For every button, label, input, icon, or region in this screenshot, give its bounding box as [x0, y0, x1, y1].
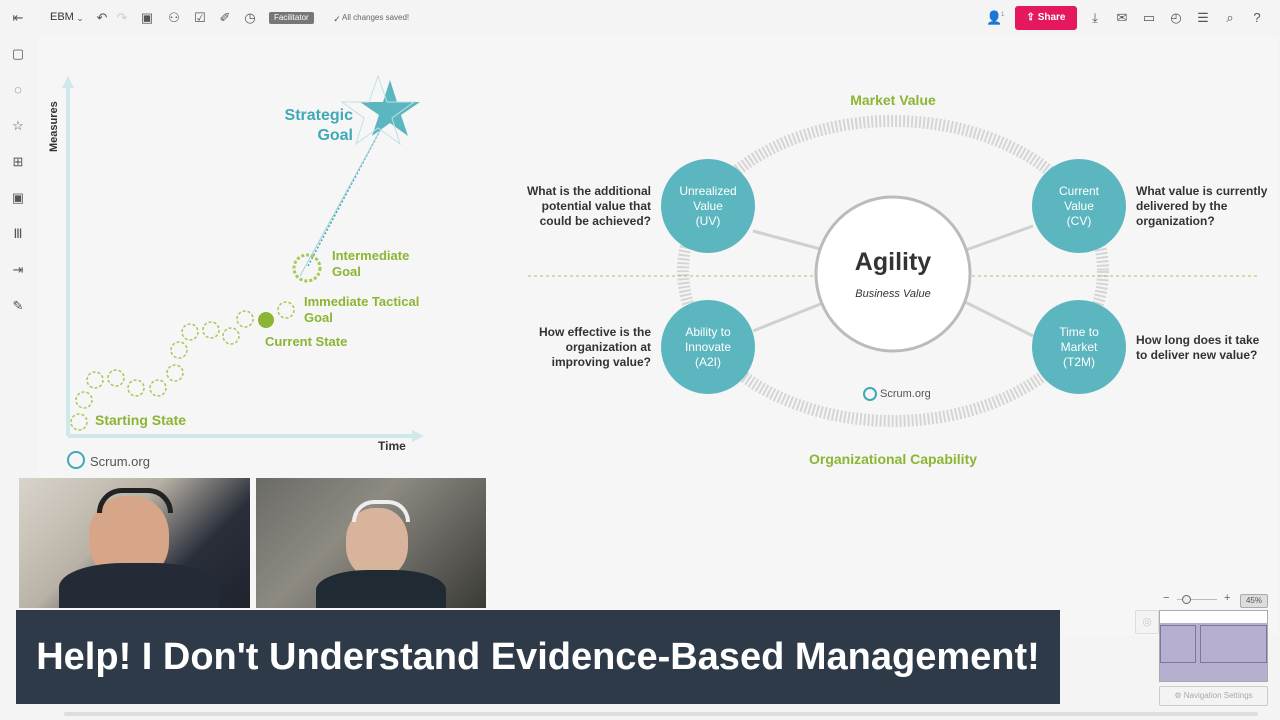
import-icon[interactable]: ⇥: [12, 262, 24, 277]
upload-icon: ⇪: [1026, 12, 1038, 23]
agility-title: Agility: [854, 248, 932, 276]
minimap-top: [1160, 611, 1267, 623]
y-axis-label: Measures: [48, 101, 60, 152]
zoom-out-icon[interactable]: −: [1163, 592, 1170, 604]
chat-icon[interactable]: ✉: [1116, 10, 1128, 25]
scrum-logo-icon-2: [863, 387, 877, 401]
video-title-banner: Help! I Don't Understand Evidence-Based …: [16, 610, 1060, 704]
zoom-level[interactable]: 45%: [1240, 594, 1268, 608]
share-label: Share: [1037, 12, 1066, 23]
value-ring: [677, 115, 1109, 427]
headphones-icon: [352, 500, 410, 522]
connector-a2i: [752, 299, 829, 333]
video-participant-1[interactable]: [19, 478, 250, 608]
comment-icon[interactable]: ▭: [1142, 10, 1156, 25]
zoom-slider[interactable]: [1177, 599, 1217, 600]
user-icon[interactable]: 👤: [986, 10, 1003, 25]
connector-cv: [962, 224, 1034, 253]
timer-icon[interactable]: ◷: [244, 10, 256, 25]
sticky-note-icon[interactable]: ▢: [11, 46, 25, 61]
chevron-down-icon[interactable]: ⌄: [76, 13, 84, 23]
horizontal-scrollbar[interactable]: [64, 712, 1258, 716]
board-name[interactable]: EBM: [50, 11, 74, 23]
participant-1-shirt: [59, 563, 219, 608]
navigation-settings-button[interactable]: ⚙ Navigation Settings: [1159, 686, 1268, 706]
frame-icon[interactable]: ▣: [140, 10, 154, 25]
exit-icon[interactable]: ⇤: [12, 10, 24, 25]
zoom-in-icon[interactable]: +: [1224, 592, 1231, 604]
grid-icon[interactable]: ⊞: [12, 154, 24, 169]
download-icon[interactable]: ⤓: [1092, 10, 1098, 25]
redo-icon[interactable]: ↷: [116, 10, 128, 25]
market-value-label: Market Value: [850, 92, 936, 108]
connector-t2m: [962, 299, 1034, 338]
x-axis-label: Time: [378, 439, 406, 453]
step-circles: [70, 301, 295, 431]
path-to-goal-2: [299, 115, 389, 277]
minimap-viewport-right: [1200, 625, 1267, 663]
search-icon[interactable]: ⌕: [1226, 10, 1234, 25]
top-toolbar: EBM ⌄ ↶ ↷ ▣ ⚇ ☑ ✐ ◷ Facilitator ✓ All ch…: [36, 0, 1280, 36]
video-participant-2[interactable]: [256, 478, 486, 608]
checkbox-icon[interactable]: ☑: [194, 10, 206, 25]
x-axis-arrow: [412, 430, 424, 442]
structure-icon[interactable]: ⚇: [168, 10, 180, 25]
fit-screen-icon[interactable]: ◎: [1135, 610, 1159, 634]
share-button[interactable]: ⇪ Share: [1015, 6, 1077, 30]
scrum-logo-2: Scrum.org: [880, 388, 931, 400]
minimap-viewport-left: [1160, 625, 1196, 663]
headphones-icon: [97, 488, 173, 513]
image-icon[interactable]: ▣: [11, 190, 25, 205]
list-icon[interactable]: ☰: [1197, 10, 1209, 25]
y-axis-arrow: [62, 76, 74, 88]
minimap[interactable]: [1159, 610, 1268, 682]
scrum-logo-icon: [67, 451, 85, 469]
history-icon[interactable]: ◴: [1170, 10, 1182, 25]
facilitator-badge[interactable]: Facilitator: [269, 12, 314, 24]
user-count: 1: [1001, 12, 1005, 18]
current-state-label: Current State: [265, 334, 348, 349]
library-icon[interactable]: Ⅲ: [13, 226, 23, 241]
starting-state-label: Starting State: [95, 412, 187, 428]
pen-icon[interactable]: ✎: [12, 298, 24, 313]
check-icon: ✓: [333, 14, 341, 24]
comment-icon[interactable]: ◌: [14, 82, 22, 97]
participant-2-shirt: [316, 570, 446, 608]
scrum-logo: Scrum.org: [90, 454, 150, 469]
help-icon[interactable]: ?: [1253, 10, 1261, 25]
intermediate-goal-marker: [292, 253, 322, 283]
strategic-goal-star-outline: [340, 74, 416, 146]
gear-icon: ⚙: [1174, 691, 1184, 700]
current-state-marker: [258, 312, 274, 328]
zoom-slider-handle[interactable]: [1182, 595, 1191, 604]
star-icon[interactable]: ☆: [12, 118, 24, 133]
saved-status: All changes saved!: [342, 13, 410, 22]
progress-chart: [62, 74, 424, 469]
left-toolbar: ⇤ ▢ ◌ ☆ ⊞ ▣ Ⅲ ⇥ ✎: [0, 0, 36, 720]
agility-circle: [814, 195, 972, 353]
ebm-diagram: [528, 115, 1258, 427]
undo-icon[interactable]: ↶: [96, 10, 108, 25]
strategic-goal-star: [360, 80, 420, 136]
connector-uv: [752, 229, 829, 253]
brush-icon[interactable]: ✐: [219, 10, 231, 25]
organizational-capability-label: Organizational Capability: [808, 451, 978, 467]
business-value-subtitle: Business Value: [855, 288, 931, 300]
